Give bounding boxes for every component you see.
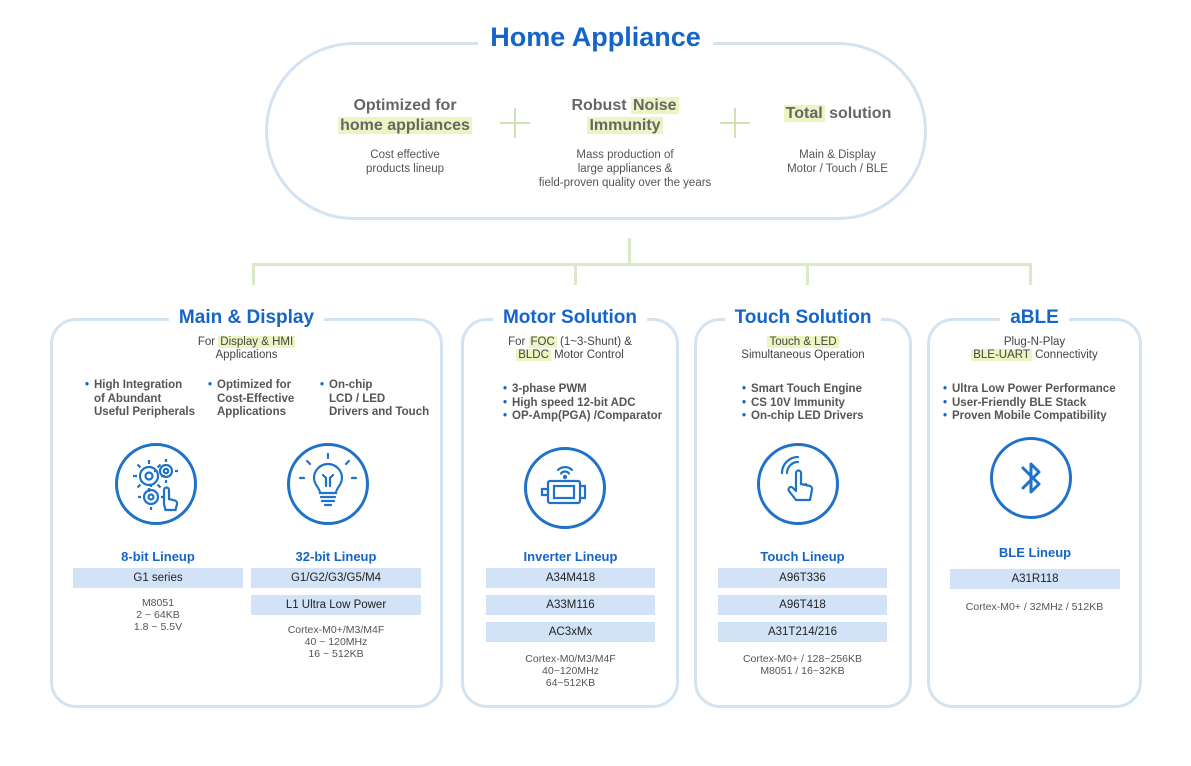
lineup-chip: G1/G2/G3/G5/M4 bbox=[251, 568, 421, 588]
lineup-chip: A31T214/216 bbox=[718, 622, 887, 642]
lineup-chip: L1 Ultra Low Power bbox=[251, 595, 421, 615]
lineup-chip: G1 series bbox=[73, 568, 243, 588]
feature-2-title: Robust Noise Immunity bbox=[571, 97, 679, 134]
connector-bar bbox=[252, 263, 1032, 266]
plus-icon bbox=[720, 108, 750, 138]
gears-icon bbox=[115, 443, 197, 525]
card-title-able: aBLE bbox=[927, 307, 1142, 329]
list-item: Ultra Low Power Performance bbox=[943, 383, 1138, 397]
bluetooth-icon bbox=[990, 437, 1072, 519]
connector-drop-touch bbox=[806, 263, 809, 285]
lineup-specs: M8051 2 ~ 64KB 1.8 ~ 5.5V bbox=[133, 597, 183, 633]
list-item: Proven Mobile Compatibility bbox=[943, 410, 1138, 424]
connector-drop-able bbox=[1029, 263, 1032, 285]
card-title-motor: Motor Solution bbox=[461, 307, 679, 329]
lineup-title-32bit: 32-bit Lineup bbox=[295, 549, 377, 564]
page-title: Home Appliance bbox=[0, 22, 1191, 53]
list-item: High speed 12-bit ADC bbox=[503, 397, 673, 411]
feature-1-title: Optimized for home appliances bbox=[338, 97, 472, 134]
lineup-title-touch: Touch Lineup bbox=[760, 549, 845, 564]
connector-stem bbox=[628, 238, 631, 263]
lineup-chip: AC3xMx bbox=[486, 622, 655, 642]
feature-1-desc: Cost effective products lineup bbox=[366, 149, 444, 175]
lineup-chip: A31R118 bbox=[950, 569, 1120, 589]
lineup-title-ble: BLE Lineup bbox=[998, 545, 1072, 560]
lineup-specs: Cortex-M0+ / 128~256KB M8051 / 16~32KB bbox=[742, 653, 863, 677]
feature-3-title: Total solution bbox=[783, 105, 892, 122]
card-subtitle: Plug-N-Play BLE-UART Connectivity bbox=[971, 336, 1098, 361]
lineup-specs: Cortex-M0+ / 32MHz / 512KB bbox=[965, 601, 1104, 613]
touch-hand-icon bbox=[757, 443, 839, 525]
list-item: 3-phase PWM bbox=[503, 383, 673, 397]
lineup-chip: A34M418 bbox=[486, 568, 655, 588]
lineup-specs: Cortex-M0/M3/M4F 40~120MHz 64~512KB bbox=[525, 653, 616, 689]
lineup-chip: A96T418 bbox=[718, 595, 887, 615]
feature-2-desc: Mass production of large appliances & fi… bbox=[538, 149, 712, 189]
bullet-list: Ultra Low Power Performance User-Friendl… bbox=[943, 383, 1138, 424]
list-item: Smart Touch Engine bbox=[742, 383, 902, 397]
card-title-main-display: Main & Display bbox=[50, 307, 443, 329]
lineup-chip: A33M116 bbox=[486, 595, 655, 615]
card-subtitle: For Display & HMI Applications bbox=[197, 336, 296, 361]
list-item: On-chip LED Drivers bbox=[742, 410, 902, 424]
motor-icon bbox=[524, 447, 606, 529]
list-item: CS 10V Immunity bbox=[742, 397, 902, 411]
lineup-chip: A96T336 bbox=[718, 568, 887, 588]
feature-3-desc: Main & Display Motor / Touch / BLE bbox=[787, 149, 888, 175]
bullet-list: 3-phase PWM High speed 12-bit ADC OP-Amp… bbox=[503, 383, 673, 424]
bullet-list: Smart Touch Engine CS 10V Immunity On-ch… bbox=[742, 383, 902, 424]
lineup-title-inverter: Inverter Lineup bbox=[523, 549, 618, 564]
card-subtitle: Touch & LED Simultaneous Operation bbox=[741, 336, 865, 361]
lineup-specs: Cortex-M0+/M3/M4F 40 ~ 120MHz 16 ~ 512KB bbox=[287, 624, 385, 660]
connector-drop-main bbox=[252, 263, 255, 285]
list-item: OP-Amp(PGA) /Comparator bbox=[503, 410, 673, 424]
card-subtitle: For FOC (1~3-Shunt) & BLDC Motor Control bbox=[508, 336, 632, 361]
connector-drop-motor bbox=[574, 263, 577, 285]
lineup-title-8bit: 8-bit Lineup bbox=[121, 549, 195, 564]
lightbulb-icon bbox=[287, 443, 369, 525]
list-item: User-Friendly BLE Stack bbox=[943, 397, 1138, 411]
plus-icon bbox=[500, 108, 530, 138]
card-title-touch: Touch Solution bbox=[694, 307, 912, 329]
